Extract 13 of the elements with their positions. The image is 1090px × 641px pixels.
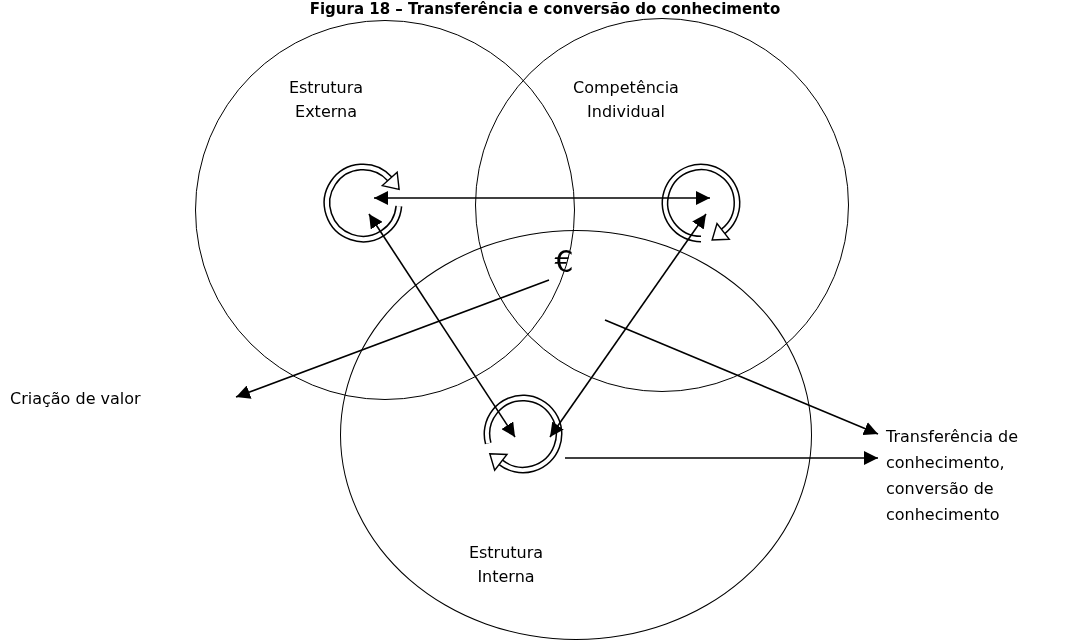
callout-text: Transferência de conhecimento, conversão de conhecimento [886,424,1054,528]
arrow [235,279,550,399]
arrow [604,319,879,436]
arrow [564,451,879,465]
circle-label: Estrutura Externa [287,77,365,123]
circle-label: Estrutura Interna [467,542,545,588]
callout-text: Criação de valor [10,386,210,412]
circle-label: Competência Individual [572,77,680,123]
figure-title: Figura 18 – Transferência e conversão do conhecimento [308,0,782,18]
euro-sign: € [549,244,579,280]
double-arrow [368,213,516,438]
double-arrow [373,191,711,205]
double-arrow [549,213,707,438]
